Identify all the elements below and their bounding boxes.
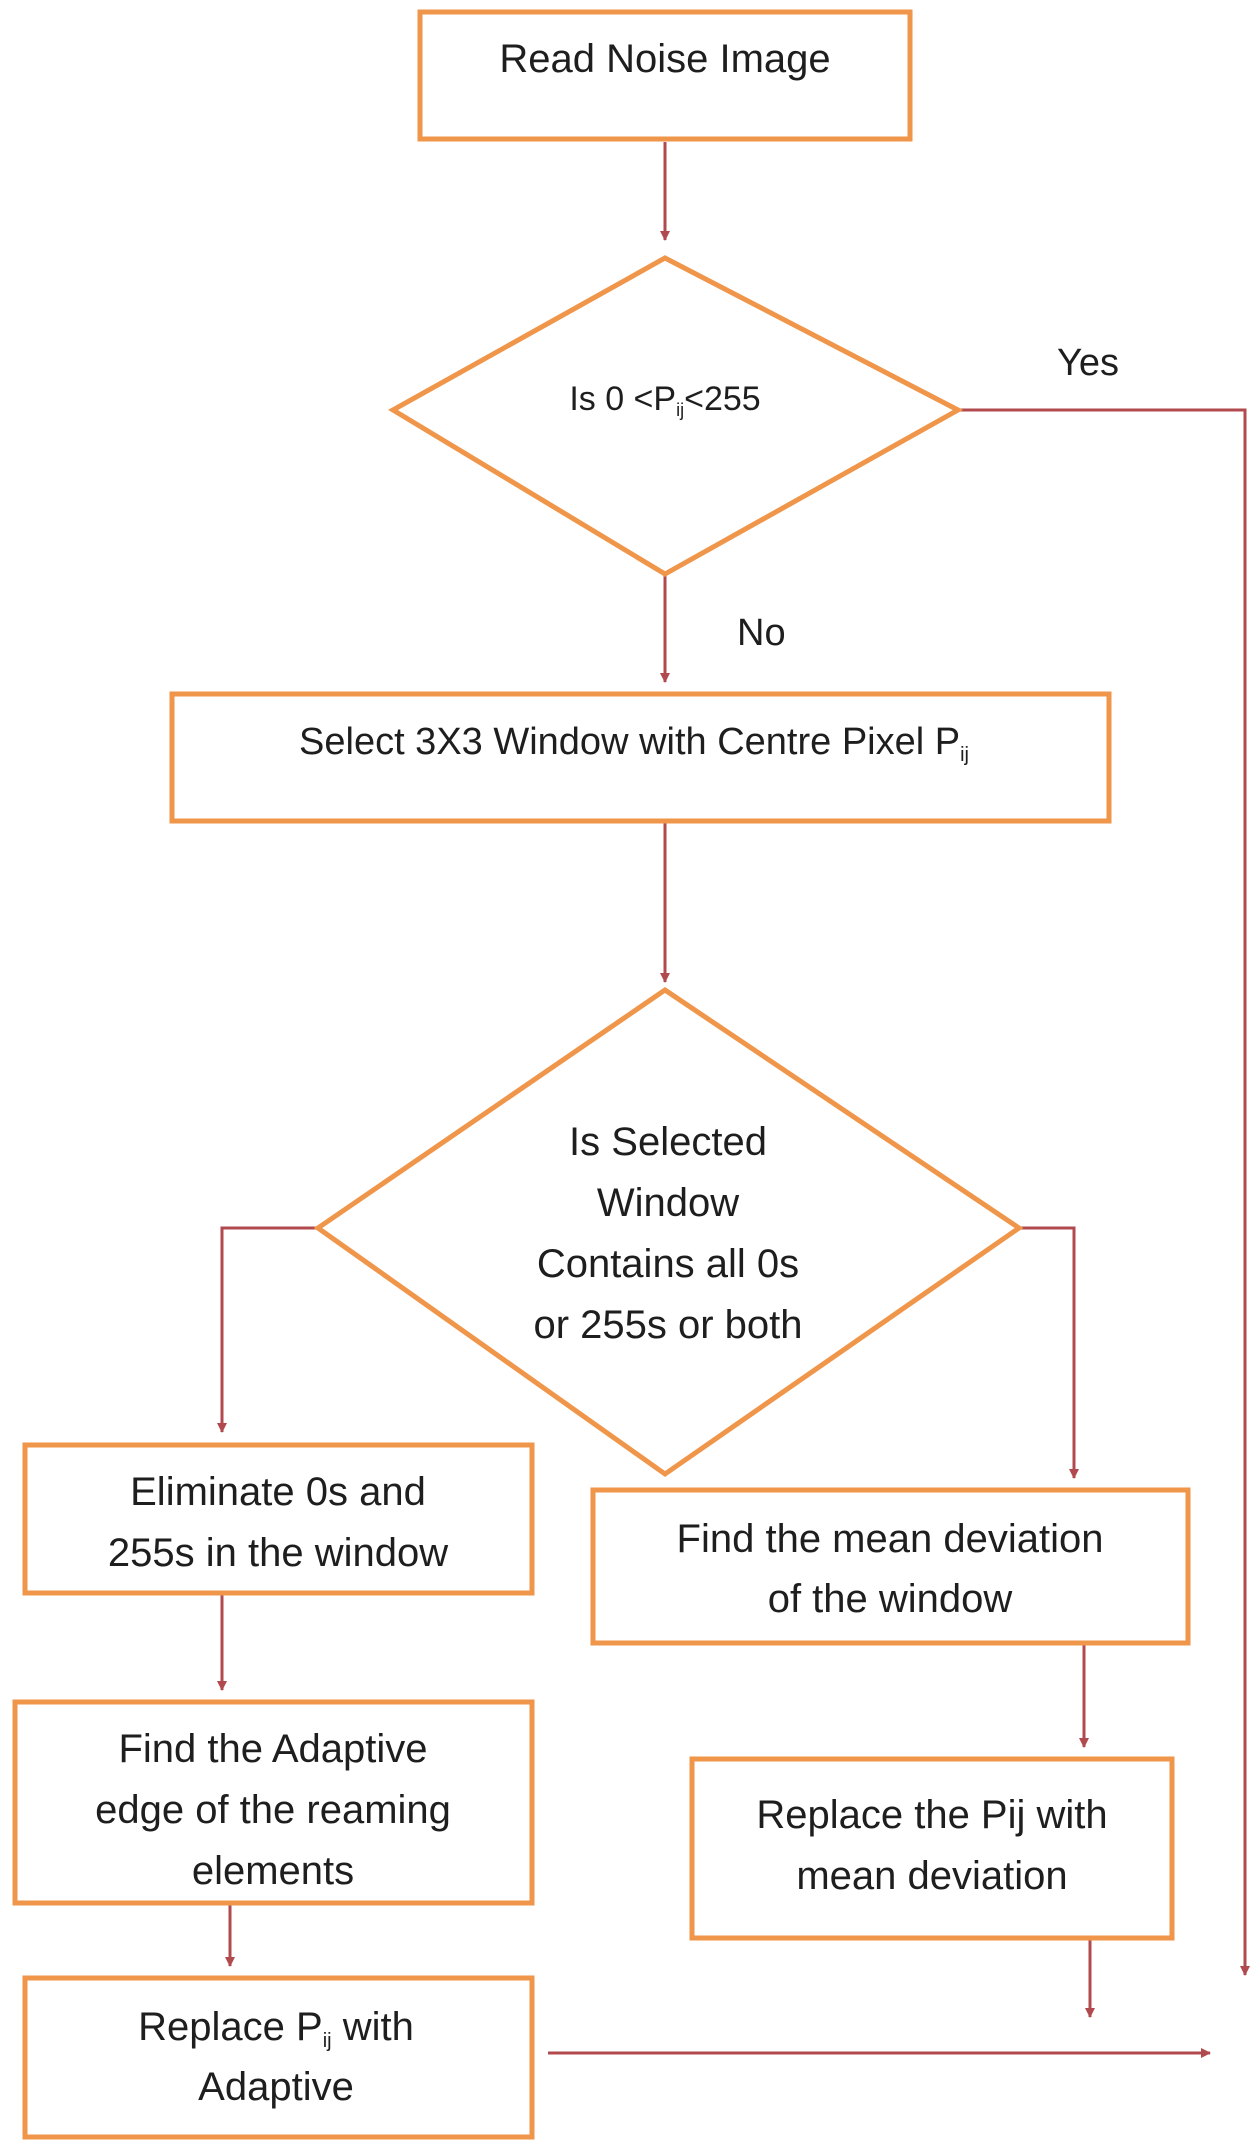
adaptive-edge-box xyxy=(12,1699,535,1906)
adaptive-edge-label-line3: elements xyxy=(192,1849,354,1893)
replace-mean-label-line1: Replace the Pij with xyxy=(756,1793,1107,1837)
connectors xyxy=(217,142,1250,2058)
replace-adaptive-label-line1: Replace Pij with xyxy=(138,2005,414,2052)
mean-deviation-box xyxy=(590,1487,1191,1646)
replace-adaptive-box xyxy=(22,1975,535,2140)
yes-label: Yes xyxy=(1057,342,1119,384)
select-window-box xyxy=(169,691,1112,824)
replace-adaptive-label-line2: Adaptive xyxy=(198,2065,354,2109)
replace-mean-label-line2: mean deviation xyxy=(796,1854,1067,1898)
arrow-decision2-to-mean xyxy=(1019,1226,1079,1479)
adaptive-edge-label-line1: Find the Adaptive xyxy=(118,1727,427,1771)
eliminate-box xyxy=(22,1442,535,1596)
decision-window-label-line3: Contains all 0s xyxy=(537,1242,799,1286)
decision-window-label-line2: Window xyxy=(597,1181,739,1225)
read-noise-image-box xyxy=(417,9,913,142)
eliminate-label-line1: Eliminate 0s and xyxy=(130,1470,426,1514)
arrow-yes-to-end xyxy=(958,408,1250,1976)
decision-pixel-range xyxy=(388,255,964,577)
decision-window-label-line4: or 255s or both xyxy=(533,1303,802,1347)
eliminate-label-line2: 255s in the window xyxy=(108,1531,448,1575)
mean-deviation-label-line2: of the window xyxy=(768,1577,1013,1621)
adaptive-edge-label-line2: edge of the reaming xyxy=(95,1788,451,1832)
select-window-label: Select 3X3 Window with Centre Pixel Pij xyxy=(299,721,969,766)
decision-pixel-range-label: Is 0 <Pij<255 xyxy=(569,380,760,420)
nodes xyxy=(12,9,1191,2140)
arrow-decision2-to-eliminate xyxy=(217,1226,318,1433)
read-noise-image-label: Read Noise Image xyxy=(499,37,830,81)
no-label: No xyxy=(737,612,786,654)
decision-window-contents xyxy=(313,986,1024,1478)
mean-deviation-label-line1: Find the mean deviation xyxy=(677,1517,1104,1561)
replace-mean-box xyxy=(689,1756,1175,1941)
decision-window-label-line1: Is Selected xyxy=(569,1120,767,1164)
